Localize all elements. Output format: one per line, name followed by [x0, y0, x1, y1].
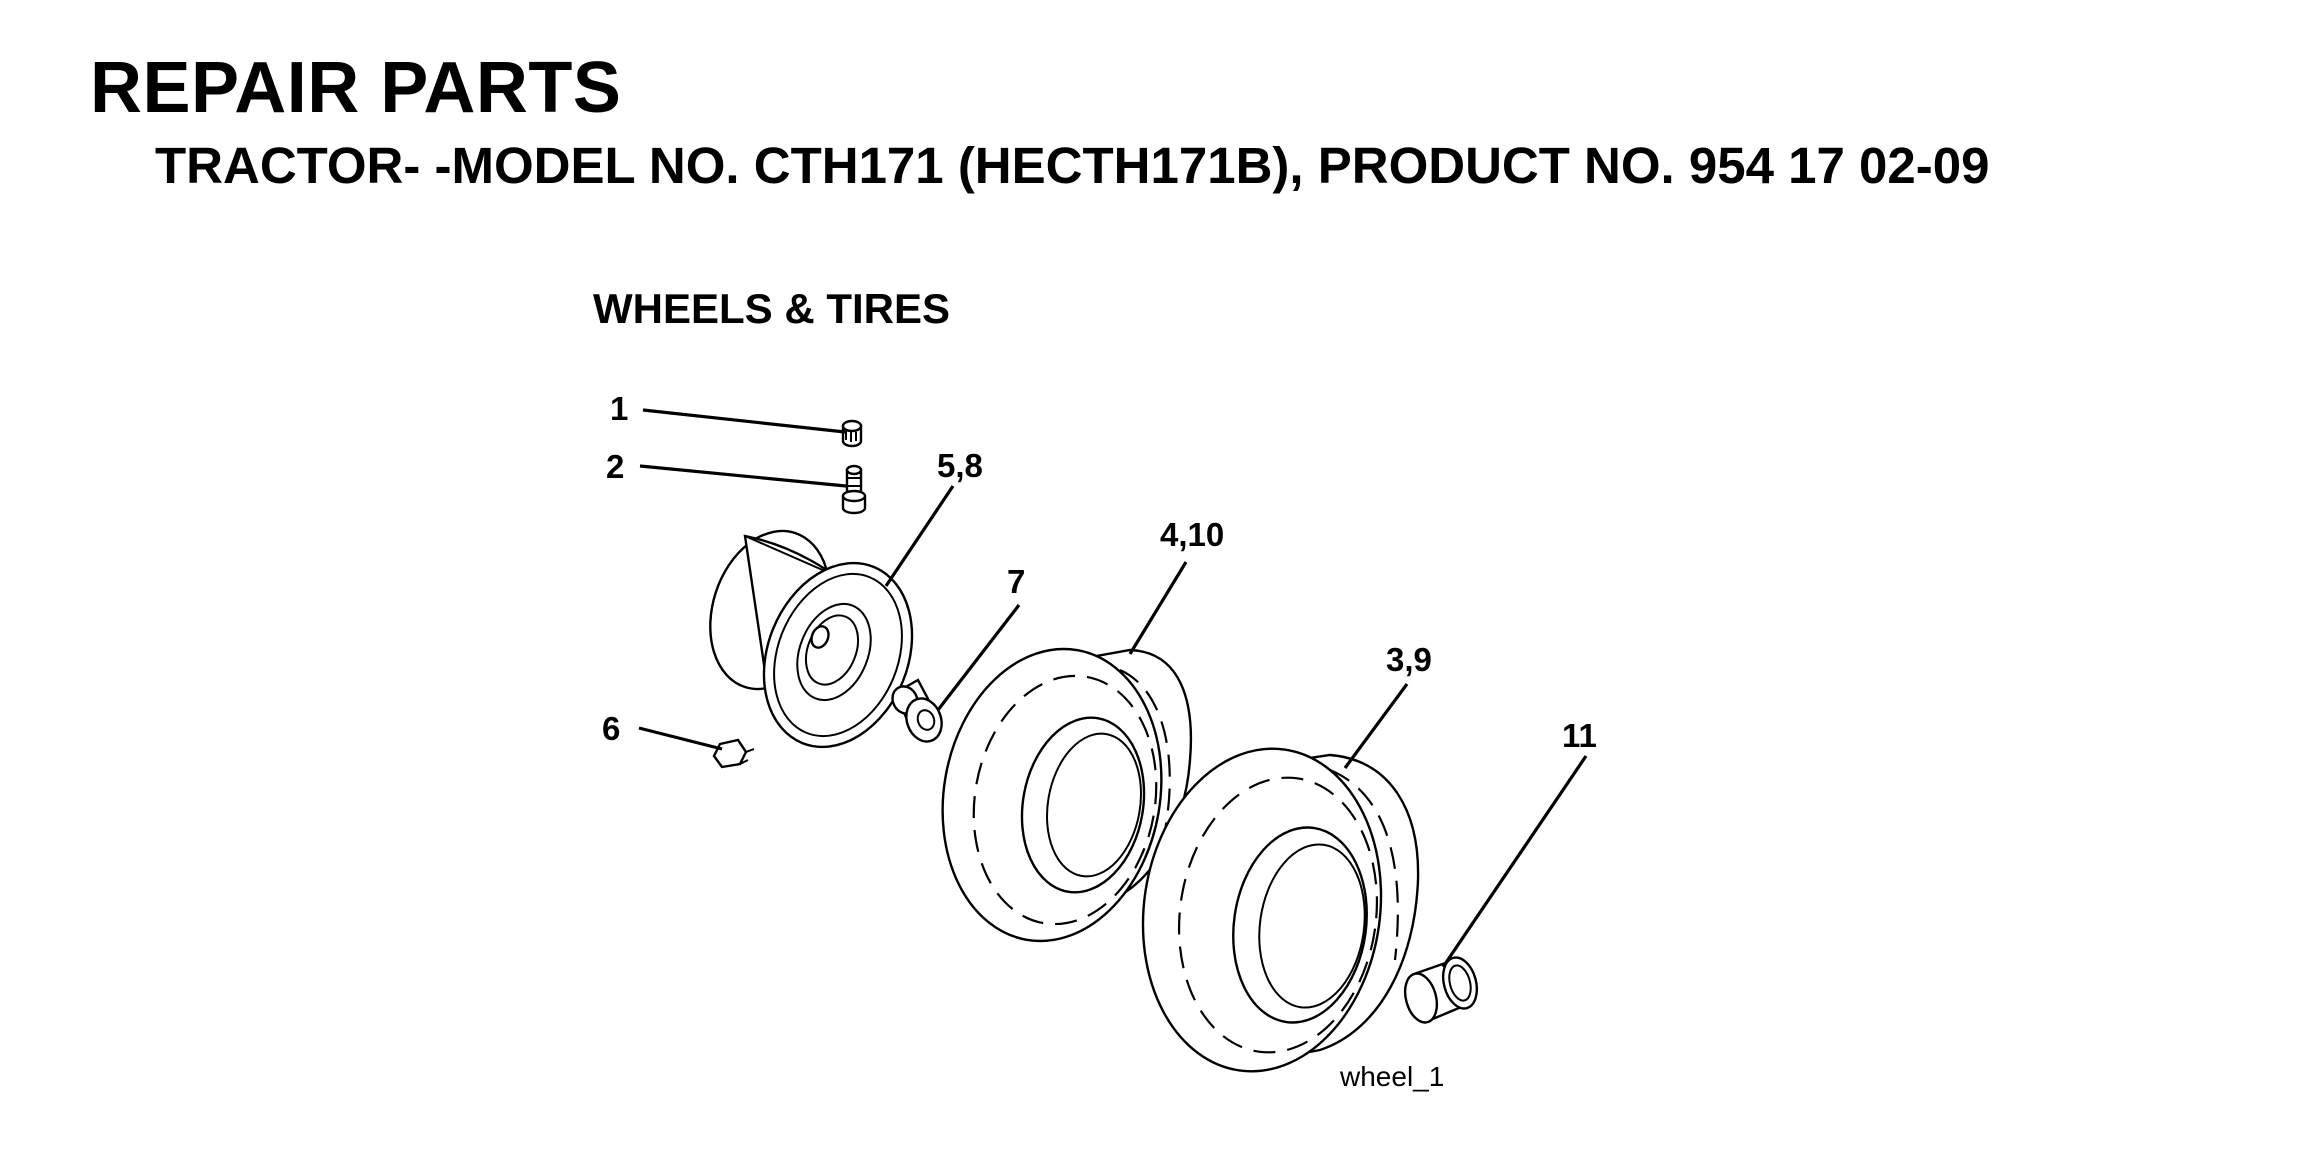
callout-1: 1 — [610, 390, 628, 427]
leader-line — [1128, 561, 1188, 655]
tire-part — [941, 647, 1193, 943]
leader-line — [642, 408, 846, 434]
callout-6: 6 — [602, 710, 620, 747]
leader-line — [1343, 683, 1409, 769]
callout-3-9: 3,9 — [1386, 641, 1432, 678]
callout-4-10: 4,10 — [1160, 516, 1224, 553]
callout-11: 11 — [1562, 717, 1597, 754]
section-title: WHEELS & TIRES — [593, 285, 951, 332]
leader-line — [639, 464, 847, 488]
callout-2: 2 — [606, 448, 624, 485]
leader-line — [884, 485, 955, 587]
tire-part — [1141, 747, 1420, 1073]
wheel-rim-part — [709, 529, 914, 749]
hub-cap-part — [1403, 956, 1479, 1024]
leader-line — [1441, 755, 1588, 968]
bolt-part — [712, 738, 755, 769]
valve-stem-part — [841, 464, 867, 515]
figure-id: wheel_1 — [1339, 1061, 1444, 1092]
callout-7: 7 — [1007, 563, 1025, 600]
callout-5-8: 5,8 — [937, 447, 983, 484]
leader-line — [638, 726, 723, 751]
bushing-part — [891, 678, 943, 743]
page-title: REPAIR PARTS — [90, 48, 622, 128]
leader-line — [936, 604, 1021, 711]
valve-cap-part — [841, 419, 863, 448]
page-subtitle: TRACTOR- -MODEL NO. CTH171 (HECTH171B), … — [155, 137, 1990, 194]
